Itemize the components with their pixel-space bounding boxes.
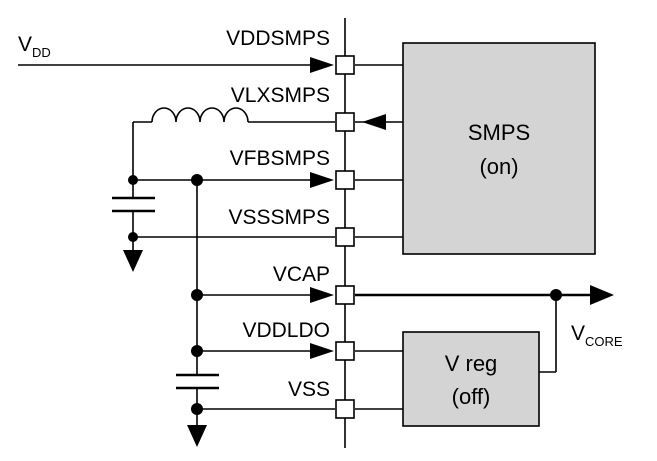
vreg-label: V reg [445, 351, 498, 376]
vddldo-arrow [310, 343, 334, 359]
smps-state-label: (on) [479, 154, 518, 179]
junction-dot [191, 289, 203, 301]
ground-arrow [187, 425, 207, 447]
vfb-arrow [310, 172, 334, 188]
ground-arrow [123, 250, 143, 272]
junction-dot [191, 345, 203, 357]
pin-vddldo [335, 341, 355, 361]
smps-label: SMPS [468, 120, 530, 145]
pin-label-vddsmps: VDDSMPS [226, 27, 330, 50]
inductor [151, 107, 249, 123]
pin-label-vlxsmps: VLXSMPS [231, 84, 330, 107]
vreg-state-label: (off) [452, 384, 491, 409]
pin-vlxsmps [335, 112, 355, 132]
vcore-label: VCORE [571, 322, 623, 349]
pin-label-vss: VSS [288, 378, 330, 401]
junction-dot [191, 403, 203, 415]
vcap-arrow [310, 287, 334, 303]
junction-dot [128, 175, 138, 185]
vdd-label: VDD [18, 33, 51, 60]
pin-label-vddldo: VDDLDO [242, 319, 330, 342]
junction-dot [128, 232, 138, 242]
pin-vddsmps [335, 55, 355, 75]
vcore-arrow [590, 285, 614, 305]
pin-vss [335, 399, 355, 419]
vlx-arrow [362, 114, 386, 130]
pin-vfbsmps [335, 170, 355, 190]
pin-label-vfbsmps: VFBSMPS [230, 147, 330, 170]
pin-label-vcap: VCAP [273, 263, 330, 286]
pin-label-vsssmps: VSSSMPS [228, 206, 330, 229]
pin-vcap [335, 285, 355, 305]
pin-vsssmps [335, 227, 355, 247]
vreg-block [402, 331, 540, 427]
vdd-arrow [310, 57, 334, 73]
smps-block [402, 42, 596, 255]
